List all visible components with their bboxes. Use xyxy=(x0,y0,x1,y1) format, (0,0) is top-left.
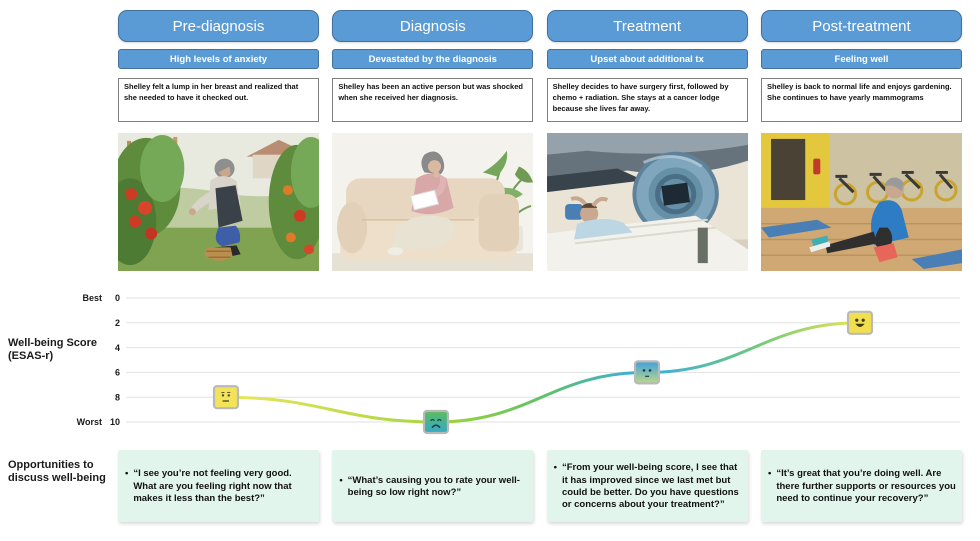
gym-illustration xyxy=(760,133,962,271)
quote-box-diagnosis: • “What’s causing you to rate your well-… xyxy=(332,450,534,522)
bullet-icon: • xyxy=(553,462,557,474)
emoji-marker-unsure-face xyxy=(212,385,240,410)
emoji-marker-worried-face xyxy=(633,360,661,385)
wellbeing-line xyxy=(224,321,862,424)
quote-box-treatment: • “From your well-being score, I see tha… xyxy=(546,450,748,522)
stage-column-diagnosis: Diagnosis Devastated by the diagnosis Sh… xyxy=(332,10,534,271)
y-tick-label: 6 xyxy=(115,368,120,378)
stage-column-post-treatment: Post-treatment Feeling well Shelley is b… xyxy=(760,10,962,271)
y-tick-label: 8 xyxy=(115,392,120,402)
chart-axis-title-line1: Well-being Score xyxy=(8,337,98,349)
bullet-icon: • xyxy=(767,468,772,480)
y-tick-label: 4 xyxy=(115,343,120,353)
stage-title: Post-treatment xyxy=(760,10,962,42)
photo-gym-exercise xyxy=(760,133,962,271)
stage-emotion-banner: Devastated by the diagnosis xyxy=(332,49,534,69)
quote-box-pre-diagnosis: • “I see you’re not feeling very good. W… xyxy=(118,450,319,522)
photo-woman-gardening xyxy=(118,133,319,271)
stage-description: Shelley decides to have surgery first, f… xyxy=(546,78,748,122)
stage-description: Shelley is back to normal life and enjoy… xyxy=(760,78,962,122)
stage-description: Shelley felt a lump in her breast and re… xyxy=(118,78,319,122)
stage-column-treatment: Treatment Upset about additional tx Shel… xyxy=(546,10,748,271)
photo-radiation-therapy xyxy=(546,133,748,271)
stage-description: Shelley has been an active person but wa… xyxy=(332,78,534,122)
emoji-marker-sad-face xyxy=(422,409,450,435)
chart-axis-title-line2: (ESAS-r) xyxy=(8,350,54,363)
stage-title: Pre-diagnosis xyxy=(118,10,319,42)
y-tick-label: 10 xyxy=(110,417,120,427)
stage-emotion-banner: Upset about additional tx xyxy=(546,49,748,69)
radiation-machine-illustration xyxy=(546,133,748,271)
opportunities-label-line1: Opportunities to xyxy=(8,459,94,471)
bullet-icon: • xyxy=(125,468,129,480)
photo-woman-on-couch xyxy=(332,133,534,271)
y-axis-best-label: Best xyxy=(82,293,102,303)
opportunities-label-line2: discuss well-being xyxy=(8,472,106,485)
emoji-marker-happy-face xyxy=(846,310,874,335)
y-tick-label: 2 xyxy=(115,318,120,328)
quote-text: “What’s causing you to rate your well-be… xyxy=(347,474,520,498)
opportunities-label: Opportunities to discuss well-being xyxy=(8,459,106,485)
couch-illustration xyxy=(332,133,534,271)
stage-columns: Pre-diagnosis High levels of anxiety She… xyxy=(118,10,962,271)
quote-text: “It’s great that you’re doing well. Are … xyxy=(776,468,956,505)
stage-title: Diagnosis xyxy=(332,10,534,42)
y-tick-label: 0 xyxy=(115,293,120,303)
stage-title: Treatment xyxy=(546,10,748,42)
chart-axis-title: Well-being Score (ESAS-r) xyxy=(8,337,97,363)
quote-text: “I see you’re not feeling very good. Wha… xyxy=(133,468,292,505)
y-axis-worst-label: Worst xyxy=(77,417,102,427)
bullet-icon: • xyxy=(339,474,343,486)
stage-column-pre-diagnosis: Pre-diagnosis High levels of anxiety She… xyxy=(118,10,319,271)
quote-text: “From your well-being score, I see that … xyxy=(561,462,739,511)
stage-emotion-banner: Feeling well xyxy=(760,49,962,69)
stage-emotion-banner: High levels of anxiety xyxy=(118,49,319,69)
quote-box-post-treatment: • “It’s great that you’re doing well. Ar… xyxy=(760,450,962,522)
quote-boxes-row: • “I see you’re not feeling very good. W… xyxy=(118,450,962,522)
gardening-illustration xyxy=(118,133,319,271)
